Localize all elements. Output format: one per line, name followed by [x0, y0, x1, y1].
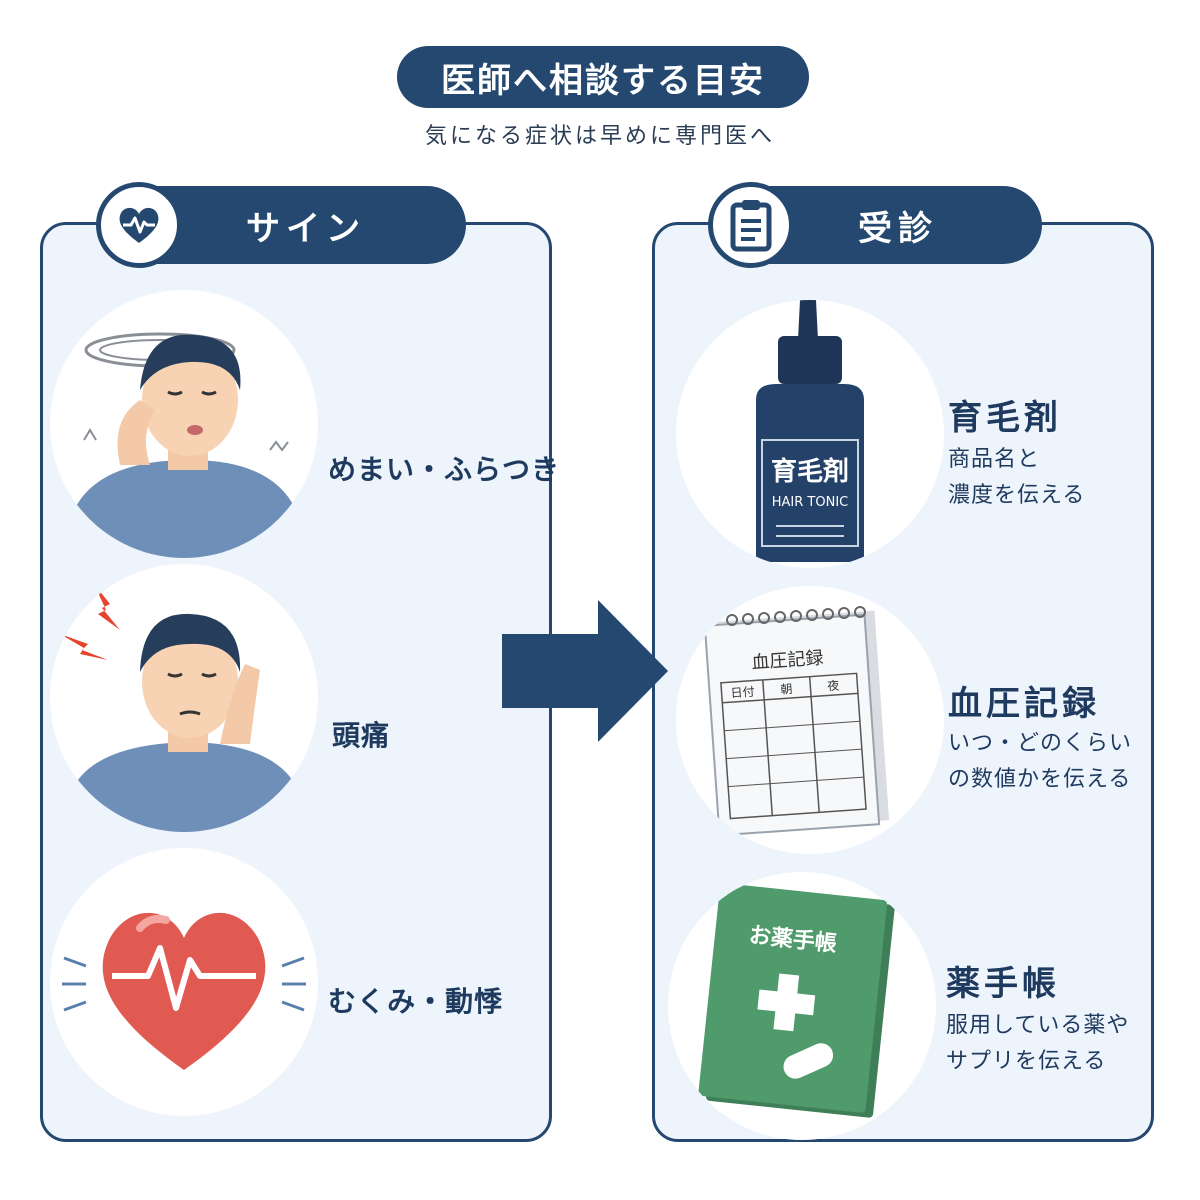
bp-record-illustration: 血圧記録 日付 朝 夜 — [676, 586, 944, 854]
page-subtitle: 気になる症状は早めに専門医へ — [424, 124, 775, 149]
bottle-label: 育毛剤 — [771, 456, 849, 487]
record-title: 血圧記録 — [751, 648, 824, 674]
arrow-right-icon — [502, 600, 668, 742]
item-desc-medicine-book: 服用している薬や サプリを伝える — [946, 1013, 1130, 1074]
record-col-morning: 朝 — [780, 682, 793, 697]
item-desc-hair-tonic: 商品名と 濃度を伝える — [948, 447, 1086, 508]
record-col-night: 夜 — [827, 678, 840, 694]
medicine-book-illustration: お薬手帳 — [668, 872, 936, 1140]
item-title-hair-tonic: 育毛剤 — [948, 398, 1062, 438]
item-desc-bp-record: いつ・どのくらい の数値かを伝える — [948, 731, 1133, 792]
record-col-date: 日付 — [730, 685, 755, 701]
dizzy-illustration — [50, 290, 318, 558]
heart-ecg-illustration — [50, 848, 318, 1116]
signs-heading: サイン — [140, 186, 466, 264]
heart-pulse-icon — [96, 182, 182, 268]
page-title: 医師へ相談する目安 — [397, 46, 809, 108]
item-title-medicine-book: 薬手帳 — [946, 964, 1060, 1004]
bottle-sublabel: HAIR TONIC — [772, 495, 848, 510]
clipboard-icon — [708, 182, 794, 268]
sign-label-swelling-palpitations: むくみ・動悸 — [328, 985, 504, 1018]
item-title-bp-record: 血圧記録 — [948, 684, 1100, 724]
consultation-heading: 受診 — [752, 186, 1042, 264]
hair-tonic-illustration: 育毛剤 HAIR TONIC — [676, 300, 944, 568]
headache-illustration — [50, 564, 318, 832]
sign-label-headache: 頭痛 — [332, 719, 391, 752]
sign-label-dizziness: めまい・ふらつき — [328, 453, 561, 486]
